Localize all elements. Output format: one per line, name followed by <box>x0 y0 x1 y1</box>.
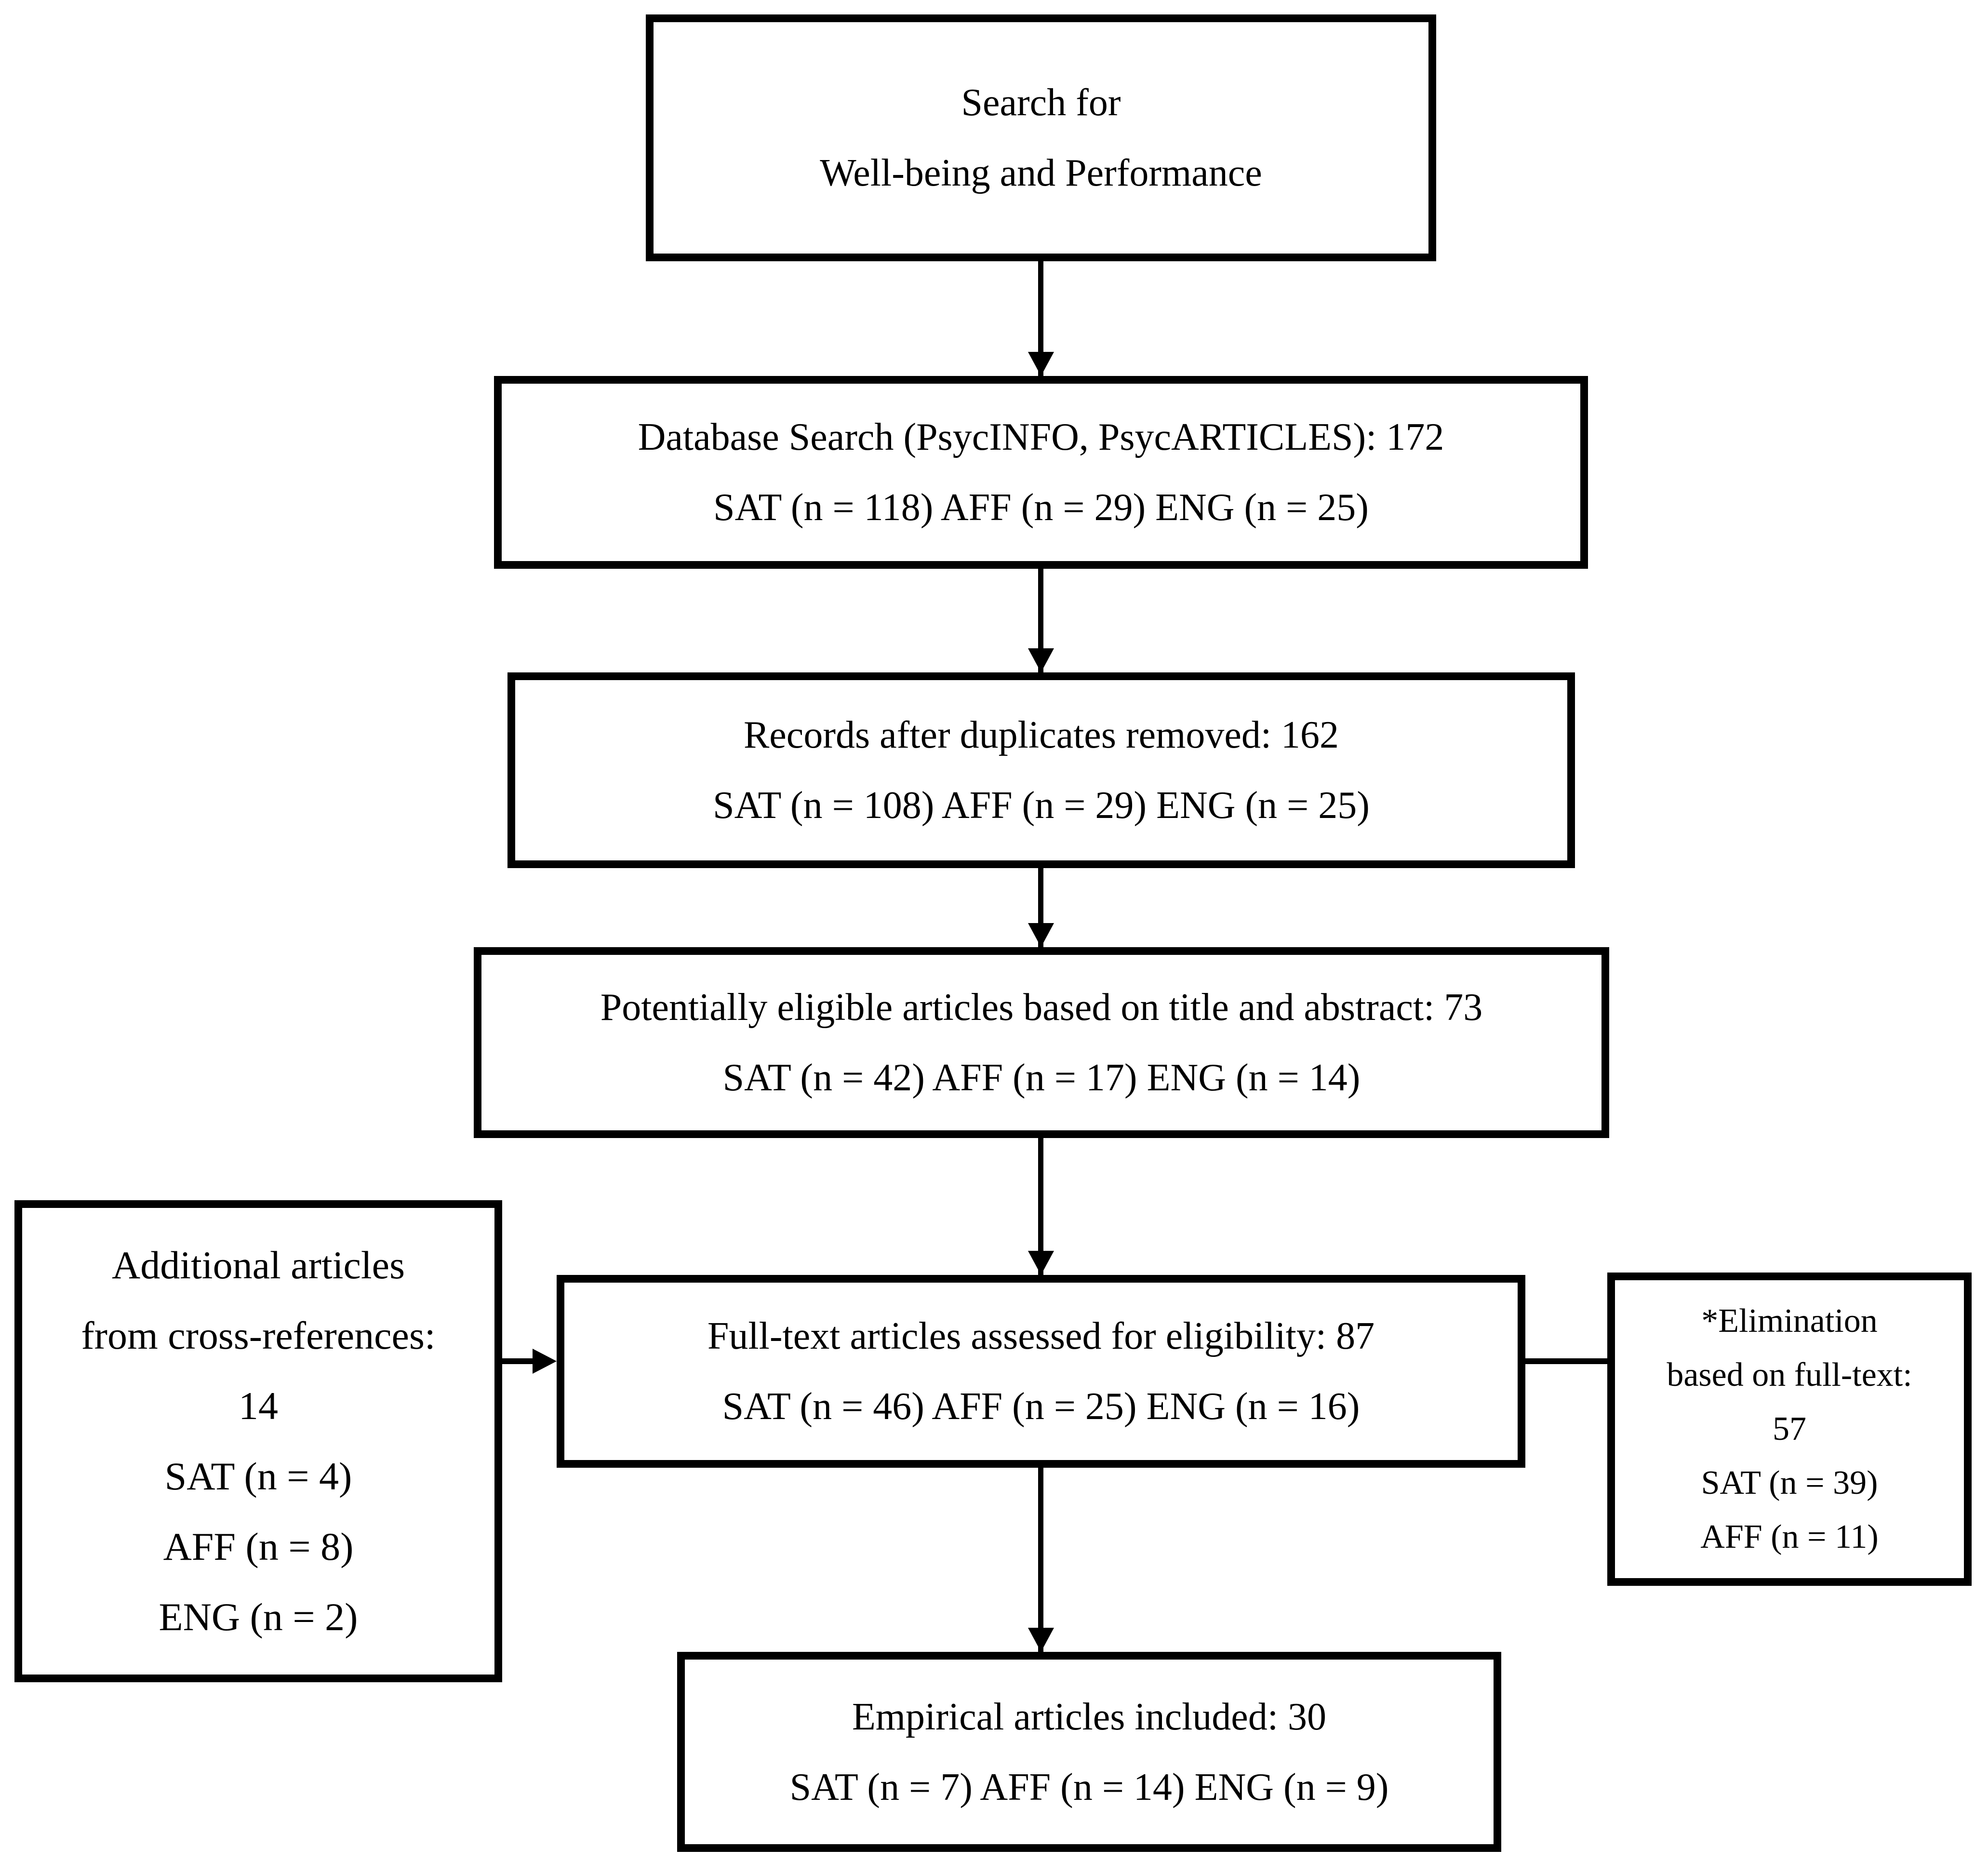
arrow-down-icon <box>1028 1628 1054 1652</box>
box-text-line: from cross-references: <box>81 1313 436 1357</box>
box-text-line: SAT (n = 118) AFF (n = 29) ENG (n = 25) <box>713 486 1369 529</box>
arrow-database-to-duplicates-line <box>1038 569 1043 672</box>
box-text-line: 14 <box>239 1384 278 1428</box>
flow-box-elimination-full-text: *Elimination based on full-text: 57 SAT … <box>1607 1273 1972 1586</box>
arrow-right-icon <box>533 1349 557 1374</box>
arrow-title-to-fulltext-line <box>1038 1138 1043 1275</box>
box-text-line: based on full-text: <box>1667 1356 1912 1394</box>
arrow-fulltext-to-included-line <box>1038 1468 1043 1652</box>
box-text-line: Potentially eligible articles based on t… <box>600 986 1483 1029</box>
arrow-down-icon <box>1028 1251 1054 1275</box>
flow-box-full-text-assessed: Full-text articles assessed for eligibil… <box>557 1275 1525 1468</box>
arrow-down-icon <box>1028 648 1054 672</box>
flow-box-duplicates-removed: Records after duplicates removed: 162 SA… <box>507 672 1575 868</box>
box-text-line: Records after duplicates removed: 162 <box>743 714 1339 756</box>
box-text-line: SAT (n = 42) AFF (n = 17) ENG (n = 14) <box>722 1057 1361 1099</box>
box-text-line: SAT (n = 4) <box>164 1454 352 1498</box>
flow-box-database-search: Database Search (PsycINFO, PsycARTICLES)… <box>494 376 1588 569</box>
flow-box-title-abstract-screen: Potentially eligible articles based on t… <box>474 947 1609 1138</box>
box-text-line: AFF (n = 8) <box>163 1525 354 1568</box>
arrow-down-icon <box>1028 923 1054 947</box>
box-text-line: *Elimination <box>1701 1302 1878 1340</box>
connector-fulltext-to-elimination-line <box>1525 1358 1607 1364</box>
arrow-search-to-database-line <box>1038 261 1043 376</box>
box-text-line: SAT (n = 108) AFF (n = 29) ENG (n = 25) <box>713 784 1370 827</box>
flow-box-cross-references: Additional articles from cross-reference… <box>14 1200 502 1682</box>
box-text-line: SAT (n = 7) AFF (n = 14) ENG (n = 9) <box>789 1766 1389 1809</box>
box-text-line: Well-being and Performance <box>820 152 1262 194</box>
flow-box-search-topic: Search for Well-being and Performance <box>646 14 1436 261</box>
box-text-line: Additional articles <box>112 1243 405 1287</box>
arrow-crossref-to-fulltext-line <box>502 1358 538 1364</box>
arrow-duplicates-to-title-line <box>1038 868 1043 947</box>
box-text-line: SAT (n = 39) <box>1701 1464 1878 1501</box>
arrow-down-icon <box>1028 352 1054 376</box>
box-text-line: Full-text articles assessed for eligibil… <box>707 1315 1375 1357</box>
box-text-line: Empirical articles included: 30 <box>852 1695 1327 1738</box>
box-text-line: AFF (n = 11) <box>1700 1518 1879 1555</box>
box-text-line: ENG (n = 2) <box>159 1595 358 1639</box>
box-text-line: Database Search (PsycINFO, PsycARTICLES)… <box>638 416 1444 458</box>
box-text-line: 57 <box>1773 1410 1806 1447</box>
flow-box-empirical-included: Empirical articles included: 30 SAT (n =… <box>677 1652 1501 1852</box>
box-text-line: Search for <box>961 81 1121 124</box>
box-text-line: SAT (n = 46) AFF (n = 25) ENG (n = 16) <box>722 1385 1360 1428</box>
